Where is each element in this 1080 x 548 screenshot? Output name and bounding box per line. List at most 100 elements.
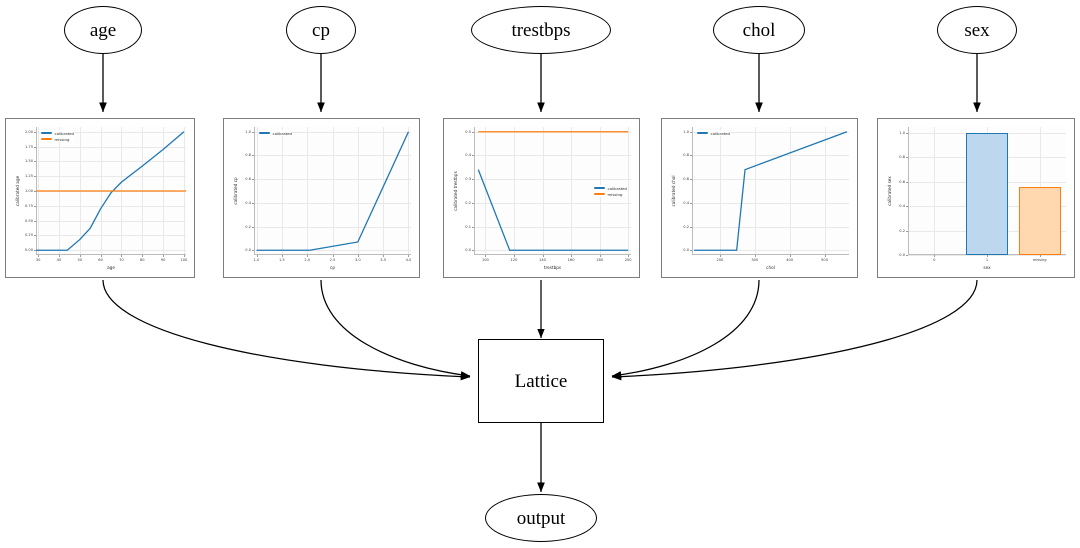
x-tick-label: 2.0 [304,258,311,262]
y-tick-mark [690,131,692,133]
axes-background [692,127,849,255]
node-age-label: age [89,19,117,41]
y-tick-label: 0.8 [899,155,905,160]
grid-line-vertical [628,127,630,255]
y-tick-mark [252,202,254,204]
y-tick-mark [252,250,254,252]
x-tick-label: 3.5 [380,258,386,262]
node-lattice-label: Lattice [514,370,568,392]
y-tick-label: 0.4 [683,200,689,205]
y-tick-label: 0.2 [245,224,251,229]
x-tick-mark [121,255,123,257]
y-tick-mark [472,131,474,133]
x-tick-mark [934,255,936,257]
y-tick-mark [34,191,36,192]
x-tick-label: 100 [180,258,188,262]
x-tick-mark [281,255,283,257]
node-age[interactable]: age [64,6,142,54]
y-tick-mark [34,250,36,252]
legend-item: missing [41,136,74,142]
x-tick-mark [142,255,144,257]
axis-spine-left [474,127,475,255]
node-trestbps[interactable]: trestbps [471,6,611,54]
grid-line-horizontal [36,161,186,163]
y-tick-label: 1.0 [899,131,905,136]
x-axis-label: trestbps [543,265,562,270]
legend-item: calibrated [593,185,627,191]
y-tick-mark [34,176,36,178]
node-lattice[interactable]: Lattice [478,339,604,423]
x-tick-label: 70 [119,258,124,262]
node-output[interactable]: output [485,494,597,542]
y-tick-label: 0.8 [683,153,689,158]
y-tick-label: 0.2 [899,228,905,233]
legend-label: calibrated [272,130,293,136]
x-tick-mark [332,255,334,257]
grid-line-vertical [332,127,334,255]
legend-swatch-calibrated [697,132,708,134]
grid-line-horizontal [474,226,631,228]
grid-line-horizontal [692,250,849,252]
grid-line-horizontal [36,176,186,178]
axis-spine-left [254,127,255,255]
x-axis-label: age [107,265,115,270]
bar-1[interactable] [965,133,1009,255]
y-tick-mark [906,230,908,232]
axis-spine-left [908,127,909,255]
legend-swatch-missing [41,138,52,140]
legend-label: missing [54,136,70,142]
x-tick-mark [719,255,721,257]
y-tick-label: 1.0 [683,129,689,134]
y-tick-label: 0.6 [899,179,905,184]
y-tick-mark [906,255,908,256]
axis-spine-left [692,127,693,255]
legend-label: calibrated [710,130,731,136]
edge-ageplot-to-lattice [102,279,471,381]
x-tick-mark [383,255,385,257]
series-layer [474,127,631,255]
grid-line-horizontal [692,155,849,157]
x-tick-label: 100 [481,258,489,262]
y-tick-mark [472,155,474,157]
x-tick-mark [571,255,573,257]
grid-line-horizontal [254,131,411,133]
x-tick-mark [38,255,40,257]
y-tick-label: 0.4 [899,204,905,209]
x-tick-mark [100,255,102,257]
grid-line-horizontal [254,202,411,204]
grid-line-vertical [281,127,283,255]
axis-spine-bottom [254,254,411,255]
y-tick-mark [252,179,254,181]
x-tick-label: 40 [56,258,62,262]
node-chol[interactable]: chol [713,6,805,54]
grid-line-vertical [383,127,385,255]
y-tick-label: 0.0 [245,248,251,253]
y-tick-mark [906,206,908,208]
x-tick-label: 200 [716,258,724,262]
x-tick-mark [513,255,515,257]
x-tick-label: 60 [98,258,103,262]
x-tick-label: 4.0 [405,258,412,262]
grid-line-horizontal [254,155,411,157]
y-tick-label: 1.00 [24,189,33,193]
grid-line-horizontal [254,250,411,252]
node-cp[interactable]: cp [286,6,356,54]
y-tick-mark [34,205,36,207]
x-tick-label: 500 [821,258,828,262]
y-tick-mark [34,235,36,237]
grid-line-horizontal [692,202,849,204]
bar-missing[interactable] [1018,186,1061,255]
series-layer [254,127,411,255]
grid-line-vertical [571,127,573,255]
x-tick-label: 160 [567,258,575,262]
node-sex[interactable]: sex [937,6,1017,54]
x-axis-label: cp [330,265,335,270]
